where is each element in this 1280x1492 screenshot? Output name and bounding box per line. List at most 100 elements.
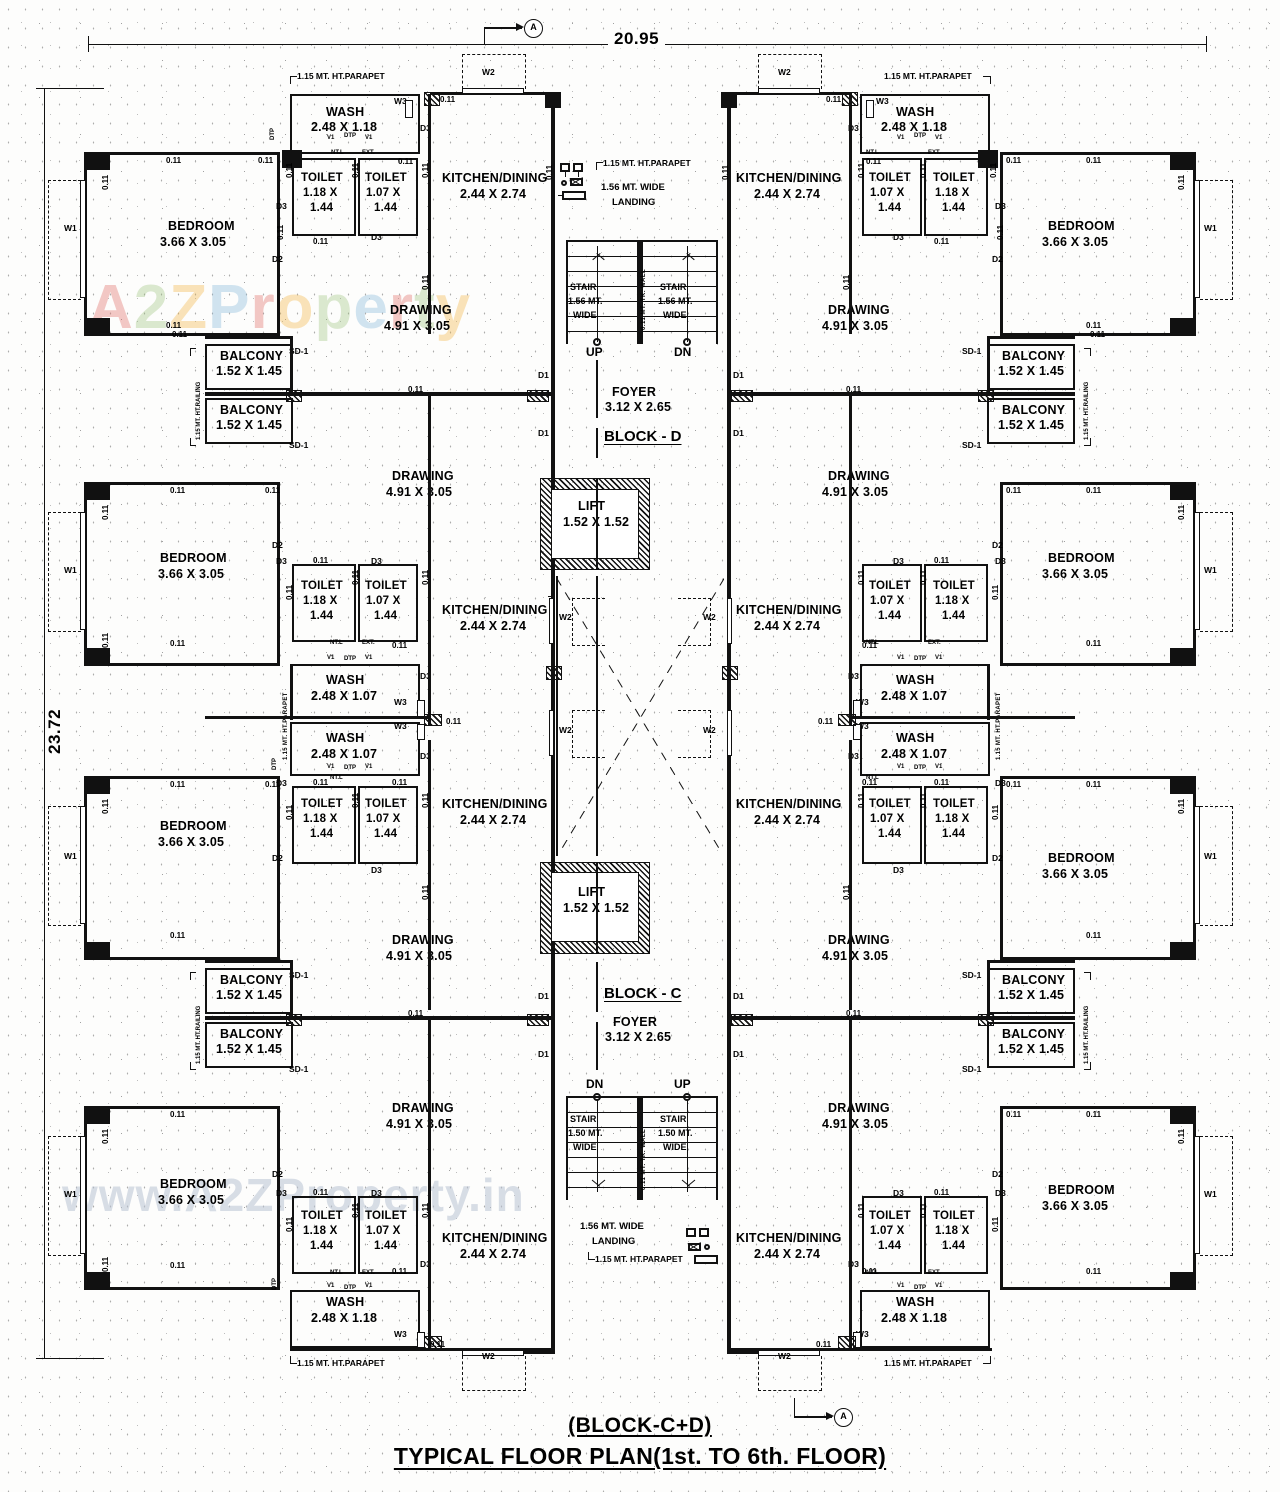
wall-dim: 0.11 [1086,156,1102,165]
toilet-3l-a-size2: 1.44 [310,828,334,840]
balcony-tl-1-name: BALCONY [220,349,284,363]
toilet-tr-b-name: TOILET [869,172,911,184]
bedroom-3r-name: BEDROOM [1048,851,1115,865]
drawing-title-block: (BLOCK-C+D) TYPICAL FLOOR PLAN(1st. TO 6… [0,1414,1280,1470]
kitchen-3l-size: 2.44 X 2.74 [460,813,527,827]
bedroom-br-size: 3.66 X 3.05 [1042,1199,1109,1213]
stair-dn-c: DN [586,1077,604,1091]
wall-dim: 0.11 [408,1009,424,1018]
vent-v1: V1 [935,655,943,661]
wall-dim: 0.11 [170,931,186,940]
wall-dim: 0.11 [1006,780,1022,789]
toilet-bl-b [358,1196,418,1274]
bedroom-br-outline [1000,1106,1196,1290]
bedroom-tr-name: BEDROOM [1048,219,1115,233]
toilet-br-b-size2: 1.44 [878,1240,902,1252]
toilet-ml-a [292,564,356,642]
window-w1: W1 [1204,851,1217,861]
window-w1: W1 [1204,1189,1217,1199]
toilet-3l-b-name: TOILET [365,798,407,810]
door-d3: D3 [893,865,904,875]
ntl-note: NT.L [866,640,879,646]
drawing-3r-name: DRAWING [828,933,890,947]
window-w1: W1 [64,223,77,233]
balcony-3l-1-name: BALCONY [220,973,284,987]
door-sd1: SD-1 [962,440,982,450]
toilet-3r-a-size2: 1.44 [942,828,966,840]
toilet-tr-a-size2: 1.44 [942,202,966,214]
vent-v1: V1 [327,1283,335,1289]
parapet-note-tl: 1.15 MT. HT.PARAPET [297,71,385,81]
window-w1-tl [80,180,86,298]
wash-ml2-outline [290,722,420,776]
wall-dim: 0.11 [166,156,182,165]
ntl-note: NT.L [866,1270,879,1276]
drawing-bl-size: 4.91 X 3.05 [386,1117,453,1131]
parapet-note-mr: 1.15 MT. HT.PARAPET [996,692,1002,760]
toilet-bl-a-name: TOILET [301,1210,343,1222]
toilet-bl-b-name: TOILET [365,1210,407,1222]
wash-ml2-size: 2.48 X 1.07 [311,747,378,761]
wall-dim: 0.11 [101,1256,110,1272]
balcony-tr-2 [987,398,1075,444]
toilet-mr-a [924,564,988,642]
window-w3: W3 [856,1329,869,1339]
wash-br-outline [860,1290,990,1348]
parapet-note-ml: 1.15 MT. HT.PARAPET [283,692,289,760]
window-w3: W3 [876,96,889,106]
door-d2: D2 [992,254,1003,264]
wall-dim: 0.11 [1086,486,1102,495]
dtp-note: DTP [344,656,356,662]
toilet-3r-b-size2: 1.44 [878,828,902,840]
wash-tr-size: 2.48 X 1.18 [881,120,948,134]
door-d3: D3 [371,1188,382,1198]
bedroom-ml-size: 3.66 X 3.05 [158,567,225,581]
toilet-tl-b [358,158,418,236]
wash-br-name: WASH [896,1295,935,1309]
stair-wide-d-right: WIDE [663,310,687,320]
door-d2: D2 [272,1169,283,1179]
door-d1: D1 [538,370,549,380]
drawing-tr-size: 4.91 X 3.05 [822,319,889,333]
vent-v1: V1 [365,655,373,661]
bedroom-tl-name: BEDROOM [168,219,235,233]
toilet-3l-b [358,786,418,864]
bedroom-tr-size: 3.66 X 3.05 [1042,235,1109,249]
wall-dim: 0.11 [1177,174,1186,190]
wall-dim: 0.11 [101,798,110,814]
wall-dim: 0.11 [919,569,928,585]
vent-v1: V1 [327,764,335,770]
toilet-tr-a-name: TOILET [933,172,975,184]
door-d1: D1 [733,428,744,438]
toilet-tl-b-size2: 1.44 [374,202,398,214]
wall-dim: 0.11 [313,556,329,565]
wall-dim: 0.11 [857,1202,866,1218]
drawing-mr-name: DRAWING [828,469,890,483]
toilet-mr-b-size2: 1.44 [878,610,902,622]
wash-mr-name: WASH [896,673,935,687]
toilet-ml-b [358,564,418,642]
core-parapet-label-top: 1.15 MT. HT.PARAPET [603,158,691,168]
stair-label-c-right: STAIR [660,1114,687,1124]
door-d3: D3 [893,232,904,242]
window-w2: W2 [482,67,495,77]
wall-dim: 0.11 [265,486,281,495]
toilet-3l-a-size1: 1.18 X [303,813,338,825]
overall-width-dimension: 20.95 [608,29,666,49]
toilet-3r-a-name: TOILET [933,798,975,810]
railing-note-tl: 1.15 MT. HT.RAILING [196,381,202,440]
door-d3: D3 [893,1188,904,1198]
door-d3: D3 [276,1188,287,1198]
wall-dim: 0.11 [862,641,878,650]
toilet-bl-a-size1: 1.18 X [303,1225,338,1237]
wall-dim: 0.11 [170,780,186,789]
door-d2: D2 [272,254,283,264]
vent-v1: V1 [365,764,373,770]
door-d3: D3 [995,556,1006,566]
stair-arrow-up-d [597,246,599,342]
dtp-note: DTP [344,765,356,771]
toilet-tr-b [862,158,922,236]
toilet-ml-a-size2: 1.44 [310,610,334,622]
door-sd1: SD-1 [289,1064,309,1074]
kitchen-3l-name: KITCHEN/DINING [442,797,548,811]
